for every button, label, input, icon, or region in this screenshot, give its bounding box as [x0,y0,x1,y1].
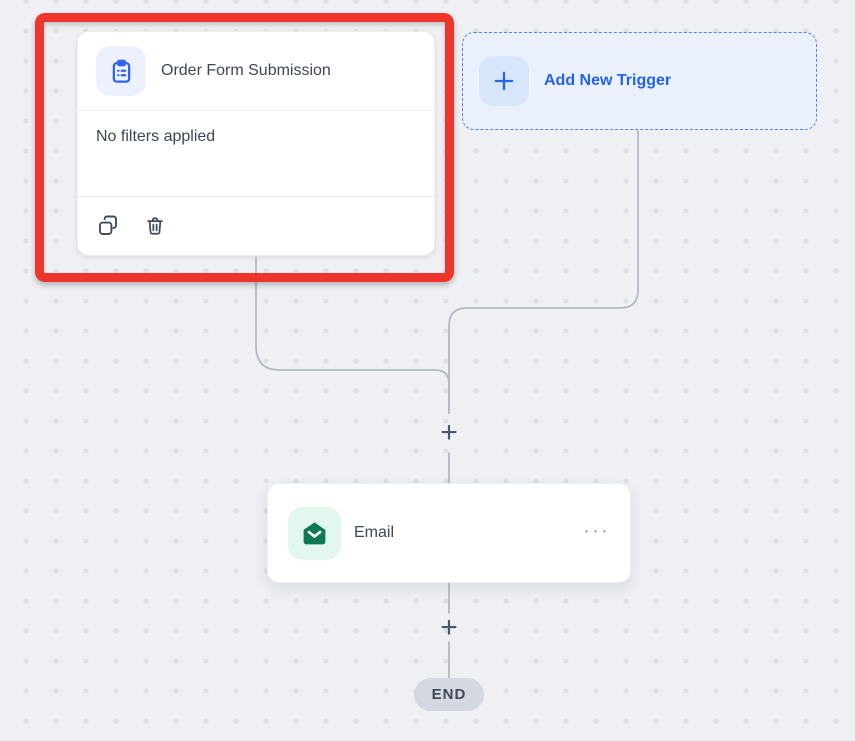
trigger-node-order-form-submission[interactable]: Order Form Submission No filters applied [77,31,435,256]
trigger-title: Order Form Submission [161,62,331,79]
trigger-filters-text: No filters applied [78,111,434,197]
add-step-button-after-email[interactable]: + [440,611,458,644]
trigger-node-header: Order Form Submission [78,32,434,111]
email-open-envelope-icon [288,506,341,560]
trigger-node-footer [78,197,434,255]
copy-icon [99,215,117,235]
clipboard-list-icon [96,46,146,96]
email-node-title: Email [354,524,395,541]
duplicate-trigger-button[interactable] [94,212,122,240]
add-new-trigger-label: Add New Trigger [544,72,672,89]
action-node-email[interactable]: Email ··· [267,483,631,583]
plus-icon [479,56,529,106]
email-options-menu-button[interactable]: ··· [583,518,610,542]
connector-addtrigger-to-merge [448,130,639,414]
trash-icon [147,217,163,235]
delete-trigger-button[interactable] [142,213,168,239]
add-new-trigger-button[interactable]: Add New Trigger [462,32,817,130]
end-node: END [414,678,484,711]
add-step-button-before-email[interactable]: + [440,416,458,449]
